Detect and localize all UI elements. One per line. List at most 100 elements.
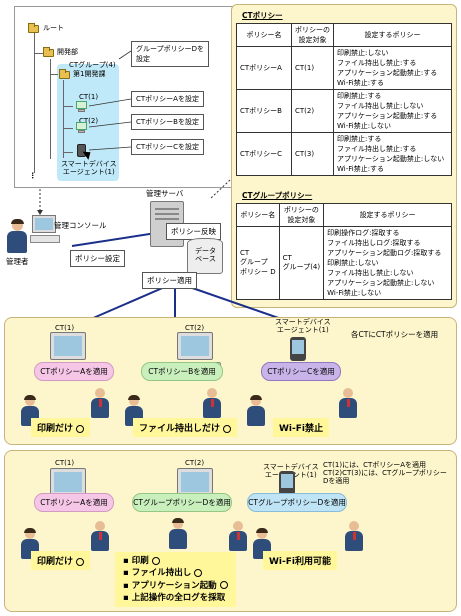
ct-policy-c-settings: 印刷禁止:する ファイル持出し禁止:する アプリケーション起動禁止:しない Wi… [333, 132, 452, 176]
admin-console-label: 管理コンソール [54, 221, 107, 230]
section1-user2-icon [89, 388, 111, 420]
database-icon [187, 238, 223, 274]
admin-console-pc-icon[interactable] [30, 215, 60, 247]
section2-user6-icon [343, 521, 365, 553]
ct-group-policy-header-row: ポリシー名 ポリシーの 設定対象 設定するポリシー [236, 203, 452, 227]
circle-mark-icon [219, 581, 228, 590]
section2-user2-icon [89, 521, 111, 553]
ct-group-highlight [57, 64, 119, 181]
section2-policy-a-pill: CTポリシーAを適用 [34, 493, 114, 512]
section1-policy-c-pill: CTポリシーCを適用 [261, 362, 341, 381]
tree-ct2-label: CT(2) [79, 117, 99, 125]
section2-user3-icon [167, 518, 189, 551]
ct2-pc-icon[interactable] [75, 122, 88, 133]
section1-sd-label: スマートデバイス エージェント(1) [275, 318, 331, 335]
dev-dept-folder-icon [43, 47, 54, 57]
smart-device-icon[interactable] [77, 144, 86, 157]
tree-callout-connectors [88, 50, 132, 151]
tree-ct1-label: CT(1) [79, 93, 99, 101]
ct-policy-row: CTポリシーB CT(2) 印刷禁止:する ファイル持出し禁止:しない アプリケ… [236, 89, 452, 133]
section1-label-print-only: 印刷だけ [31, 418, 91, 437]
ct-group-policy-header-name: ポリシー名 [236, 203, 280, 227]
section2-label-wifi-available: Wi-Fi利用可能 [263, 551, 337, 570]
section1-user4-icon [201, 388, 223, 420]
tree-dev-section-label[interactable]: 第1開発課 [73, 70, 106, 78]
section2-label-print-only: 印刷だけ [31, 551, 91, 570]
ct-policy-row: CTポリシーA CT(1) 印刷禁止:しない ファイル持出し禁止:する アプリケ… [236, 46, 452, 90]
circle-mark-icon [223, 424, 232, 433]
section1-smart-device-icon[interactable] [290, 337, 306, 361]
ct-policy-header-row: ポリシー名 ポリシーの 設定対象 設定するポリシー [236, 23, 452, 47]
callout-policy-b: CTポリシーBを設定 [131, 114, 204, 130]
section-ct-policy-apply: 各CTにCTポリシーを適用 CT(1) CTポリシーAを適用 CT(2) CTポ… [4, 317, 457, 445]
ct-policy-b-settings: 印刷禁止:する ファイル持出し禁止:しない アプリケーション起動禁止:する Wi… [333, 89, 452, 133]
section1-user6-icon [337, 388, 359, 420]
root-folder-icon [28, 23, 39, 33]
tree-more-dots: ⋮ [29, 171, 37, 180]
circle-mark-icon [76, 424, 85, 433]
ct-group-policy-table: ポリシー名 ポリシーの 設定対象 設定するポリシー CT グループ ポリシー D… [236, 203, 452, 300]
database-label: データ ベース [195, 247, 216, 264]
ct-policy-title: CTポリシー [242, 11, 283, 20]
allowed-list-item: ▪ 印刷 [123, 555, 228, 567]
ct-policy-table: ポリシー名 ポリシーの 設定対象 設定するポリシー CTポリシーA CT(1) … [236, 23, 452, 176]
section1-policy-a-pill: CTポリシーAを適用 [34, 362, 114, 381]
section2-allowed-list: ▪ 印刷 ▪ ファイル持出し ▪ アプリケーション起動 ▪ 上記操作の全ログを採… [115, 552, 236, 608]
allowed-item-print: 印刷 [131, 556, 149, 566]
ct-group-policy-title: CTグループポリシー [242, 191, 313, 200]
ct-policy-row: CTポリシーC CT(3) 印刷禁止:する ファイル持出し禁止:する アプリケー… [236, 132, 452, 176]
ct-group-policy-header-settings: 設定するポリシー [323, 203, 452, 227]
ct-group-policy-d-settings: 印刷操作ログ:採取する ファイル持出しログ:採取する アプリケーション起動ログ:… [323, 226, 452, 300]
section1-label2-text: ファイル持出しだけ [139, 424, 221, 434]
ct-group-policy-row: CT グループ ポリシー D CT グループ(4) 印刷操作ログ:採取する ファ… [236, 226, 452, 300]
allowed-list-item: ▪ ファイル持出し [123, 567, 228, 579]
section2-note: CT(1)には、CTポリシーAを適用 CT(2)CT(3)には、CTグループポリ… [323, 461, 447, 486]
mgmt-server-label: 管理サーバ [146, 189, 184, 198]
section1-user5-icon [245, 395, 267, 428]
ct-policy-header-name: ポリシー名 [236, 23, 292, 47]
section-group-policy-apply: CT(1)には、CTポリシーAを適用 CT(2)CT(3)には、CTグループポリ… [4, 450, 457, 612]
tree-ct-group-label[interactable]: CTグループ(4) [69, 61, 116, 69]
tree-dev-dept-label[interactable]: 開発部 [57, 48, 78, 56]
section1-policy-b-pill: CTポリシーBを適用 [141, 362, 223, 381]
section2-user4-icon [227, 521, 249, 553]
section1-label-wifi-prohibited: Wi-Fi禁止 [273, 418, 329, 437]
dev-section-folder-icon [59, 69, 70, 79]
section2-ct2-label: CT(2) [185, 459, 205, 467]
policy-tree-panel: ルート 開発部 CTグループ(4) 第1開発課 CT(1) CT(2) スマート… [14, 6, 233, 188]
section1-ct2-label: CT(2) [185, 324, 205, 332]
policy-definition-panel: CTポリシー ポリシー名 ポリシーの 設定対象 設定するポリシー CTポリシーA… [231, 4, 457, 308]
callout-policy-c: CTポリシーCを設定 [131, 139, 205, 155]
section2-label1-text: 印刷だけ [37, 557, 74, 567]
allowed-item-app: アプリケーション起動 [131, 580, 217, 591]
callout-group-policy-d: グループポリシーDを 設定 [131, 41, 209, 67]
section1-ct1-label: CT(1) [55, 324, 75, 332]
allowed-list-item: ▪ 上記操作の全ログを採取 [123, 592, 226, 603]
tree-sd-agent-label: スマートデバイス エージェント(1) [61, 160, 117, 177]
section2-group-policy-d-pill-1: CTグループポリシーDを適用 [132, 493, 232, 512]
circle-mark-icon [76, 557, 85, 566]
circle-mark-icon [194, 568, 203, 577]
section1-header: 各CTにCTポリシーを適用 [351, 330, 439, 339]
ct-policy-header-settings: 設定するポリシー [333, 23, 452, 47]
ct-policy-header-target: ポリシーの 設定対象 [291, 23, 334, 47]
ct1-pc-icon[interactable] [75, 101, 88, 112]
circle-mark-icon [151, 556, 160, 565]
policy-setting-box[interactable]: ポリシー設定 [70, 250, 125, 267]
ct-policy-b-name: CTポリシーB [236, 89, 292, 133]
allowed-item-file: ファイル持出し [131, 568, 192, 579]
ct-group-policy-d-name: CT グループ ポリシー D [236, 226, 280, 300]
callout-policy-a: CTポリシーAを設定 [131, 91, 204, 107]
section2-group-policy-d-pill-2: CTグループポリシーDを適用 [247, 493, 347, 512]
ct-group-policy-header-target: ポリシーの 設定対象 [278, 203, 325, 227]
ct-group-policy-d-target: CT グループ(4) [278, 226, 325, 300]
tree-root-label[interactable]: ルート [43, 24, 64, 32]
ct-policy-c-name: CTポリシーC [236, 132, 292, 176]
ct-policy-a-settings: 印刷禁止:しない ファイル持出し禁止:する アプリケーション起動禁止:する Wi… [333, 46, 452, 90]
section1-label1-text: 印刷だけ [37, 424, 74, 434]
policy-apply-box[interactable]: ポリシー適用 [142, 272, 197, 289]
section2-ct1-label: CT(1) [55, 459, 75, 467]
section2-smart-device-icon[interactable] [279, 471, 295, 495]
admin-label: 管理者 [6, 257, 29, 266]
allowed-item-logs: 上記操作の全ログを採取 [131, 592, 226, 603]
